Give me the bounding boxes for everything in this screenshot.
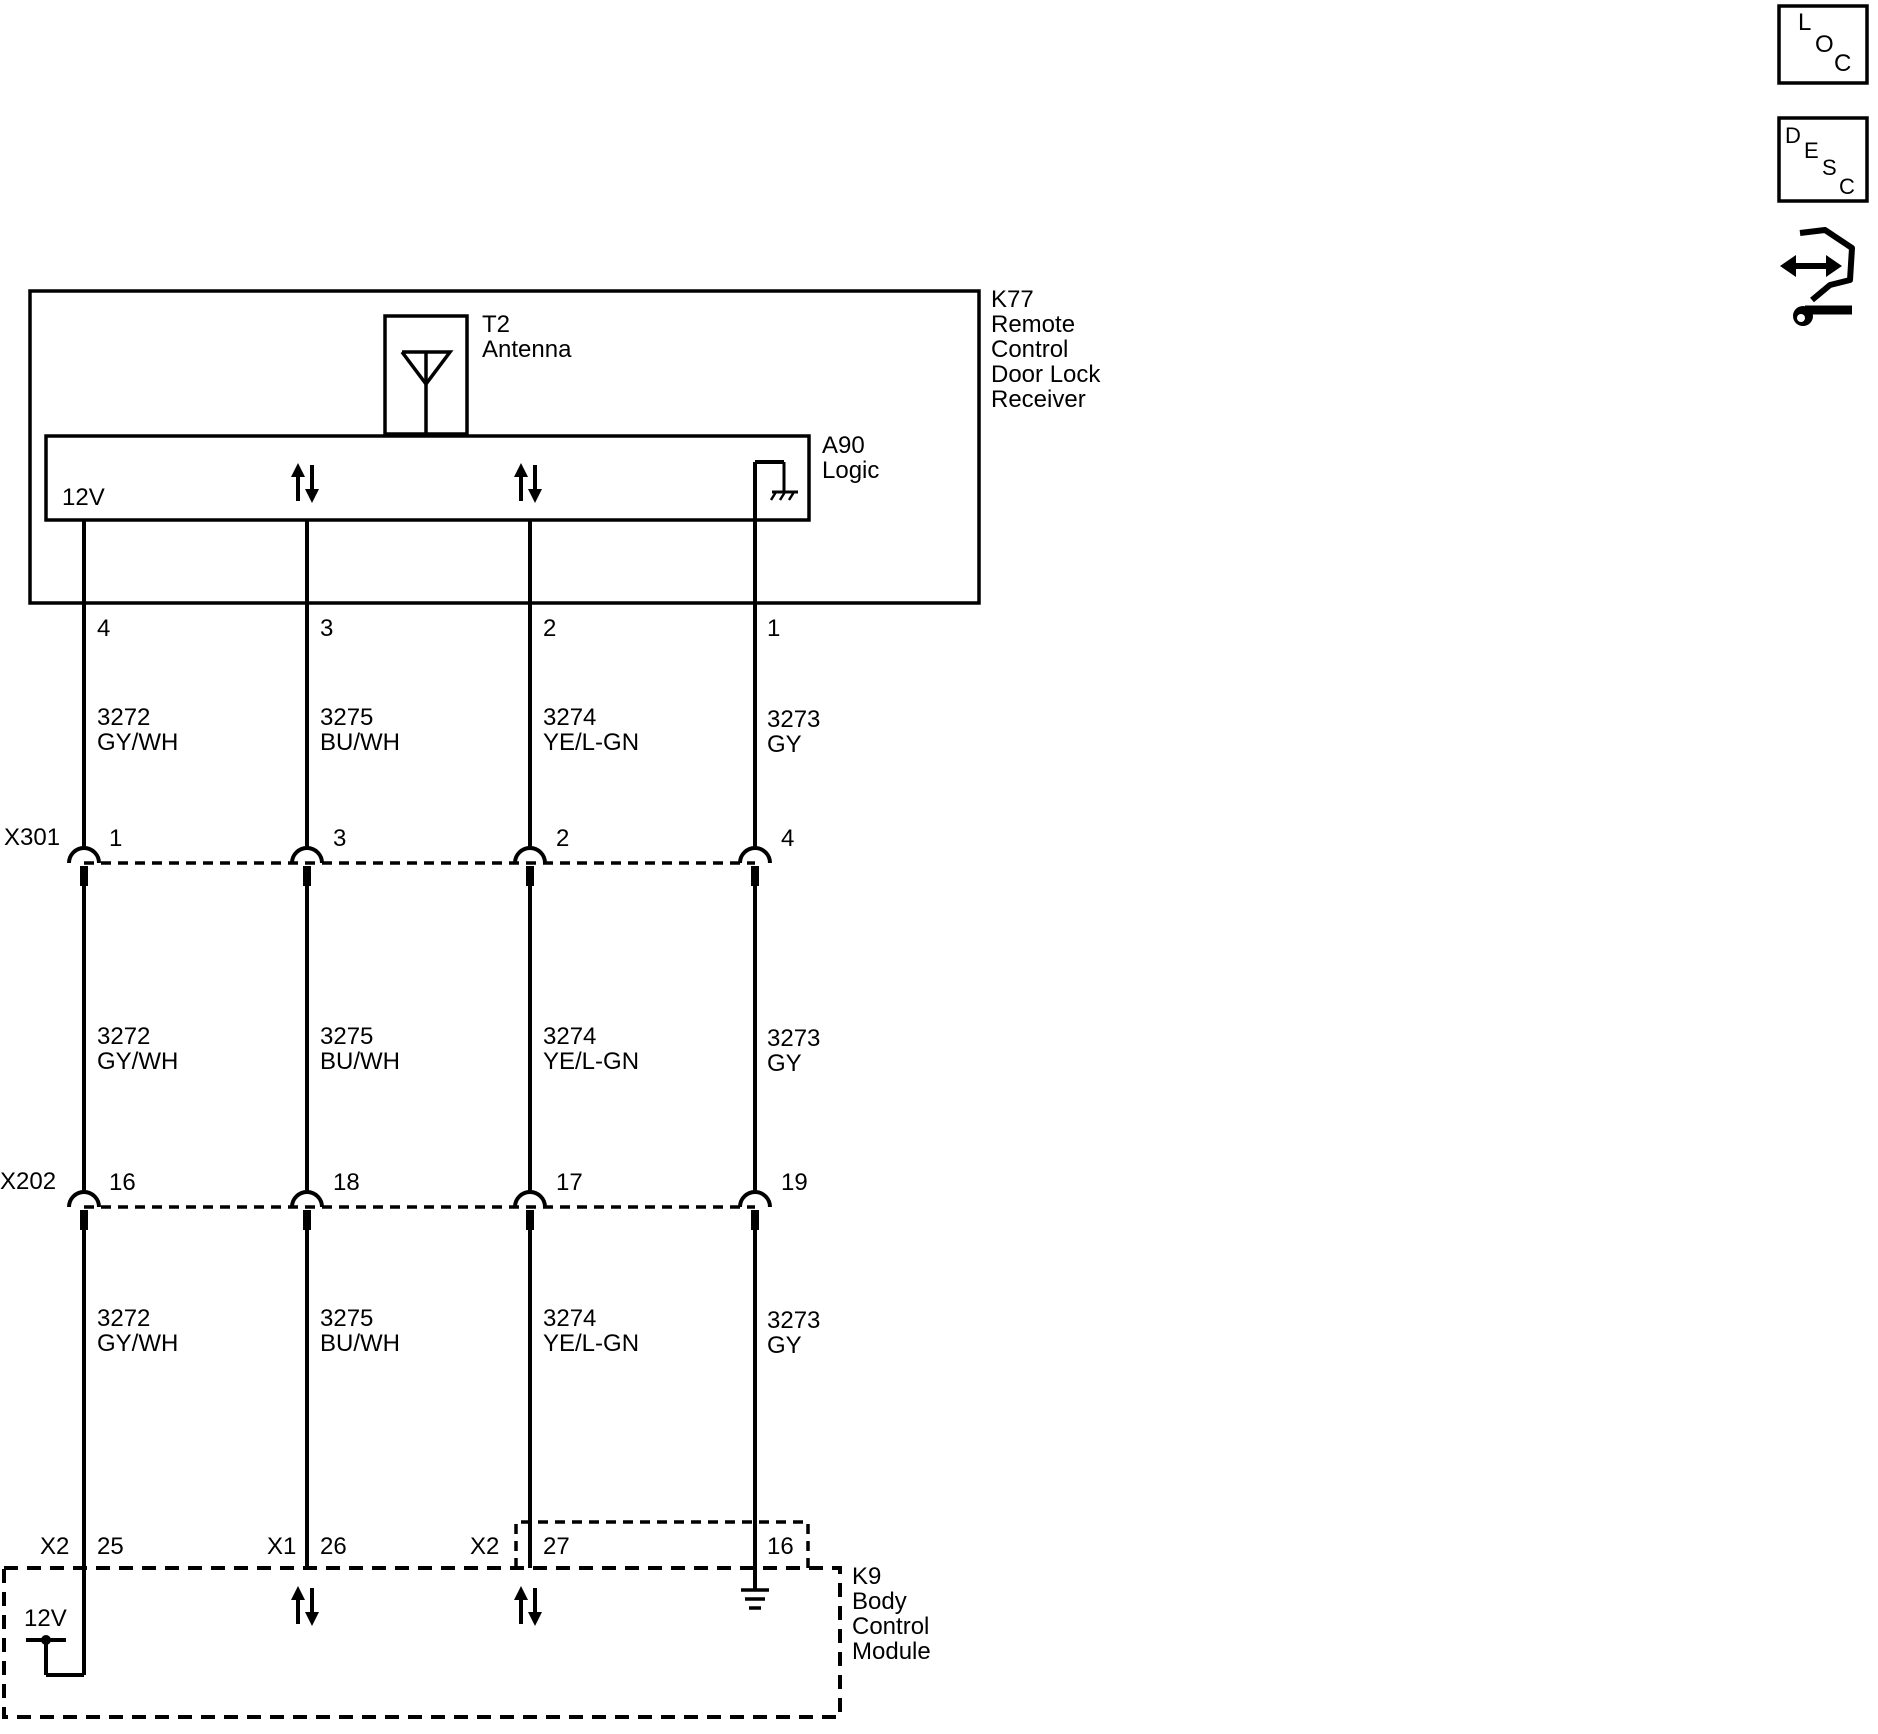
supply-terminal-icon: [26, 1635, 84, 1677]
svg-text:GY: GY: [767, 731, 802, 758]
a90-designator: A90: [822, 432, 865, 459]
svg-text:3272: 3272: [97, 1023, 150, 1050]
svg-text:GY/WH: GY/WH: [97, 729, 178, 756]
k9-module-box: [2, 1566, 842, 1719]
bidirectional-data-icon: [512, 461, 544, 505]
k77-pin: 1: [767, 615, 780, 642]
x301-pin-terminals: [67, 846, 772, 886]
k9-connector-label: X2: [40, 1533, 69, 1560]
svg-text:GY/WH: GY/WH: [97, 1048, 178, 1075]
svg-text:3272: 3272: [97, 1305, 150, 1332]
k9-connector-label: X1: [267, 1533, 296, 1560]
bidirectional-data-icon: [512, 1584, 544, 1628]
x202-pin: 17: [556, 1169, 583, 1196]
desc-icon[interactable]: D E S C: [1777, 116, 1869, 203]
svg-text:S: S: [1822, 155, 1837, 180]
svg-text:3273: 3273: [767, 1025, 820, 1052]
a90-name: Logic: [822, 457, 879, 484]
x301-pin: 3: [333, 825, 346, 852]
svg-text:GY/WH: GY/WH: [97, 1330, 178, 1357]
svg-text:O: O: [1815, 31, 1834, 58]
wire-label-segment-2: 3272 GY/WH 3275 BU/WH 3274 YE/L-GN 3273 …: [97, 1023, 820, 1077]
x202-pin-terminals: [67, 1190, 772, 1230]
x301-pin: 4: [781, 825, 794, 852]
k9-supply-label: 12V: [24, 1605, 67, 1632]
x301-pin: 1: [109, 825, 122, 852]
k77-pin: 2: [543, 615, 556, 642]
chassis-ground-icon: [753, 460, 798, 520]
svg-text:E: E: [1804, 138, 1819, 163]
x202-connector-label: X202: [0, 1168, 56, 1195]
k77-pin: 3: [320, 615, 333, 642]
k77-name-line: Remote: [991, 311, 1075, 338]
bidirectional-data-icon: [289, 1584, 321, 1628]
a90-supply-label: 12V: [62, 484, 105, 511]
svg-text:3273: 3273: [767, 1307, 820, 1334]
svg-text:D: D: [1785, 123, 1801, 148]
loc-icon[interactable]: L O C: [1777, 4, 1869, 85]
x202-pin: 16: [109, 1169, 136, 1196]
svg-text:GY: GY: [767, 1332, 802, 1359]
svg-text:L: L: [1798, 9, 1811, 36]
svg-text:3274: 3274: [543, 1023, 596, 1050]
svg-text:BU/WH: BU/WH: [320, 729, 400, 756]
svg-text:3275: 3275: [320, 704, 373, 731]
t2-name: Antenna: [482, 336, 572, 363]
k77-name-line: Door Lock: [991, 361, 1101, 388]
t2-designator: T2: [482, 311, 510, 338]
k77-name-line: Control: [991, 336, 1068, 363]
k77-module-box: [28, 289, 981, 605]
svg-text:C: C: [1834, 50, 1851, 77]
k77-name-line: Receiver: [991, 386, 1086, 413]
k9-pin: 16: [767, 1533, 794, 1560]
svg-text:3275: 3275: [320, 1023, 373, 1050]
svg-text:BU/WH: BU/WH: [320, 1048, 400, 1075]
wire-label-segment-3: 3272 GY/WH 3275 BU/WH 3274 YE/L-GN 3273 …: [97, 1305, 820, 1359]
k9-designator: K9: [852, 1563, 881, 1590]
k9-name-line: Control: [852, 1613, 929, 1640]
svg-text:3275: 3275: [320, 1305, 373, 1332]
ground-icon: [741, 1568, 769, 1610]
svg-text:3272: 3272: [97, 704, 150, 731]
k9-pin: 27: [543, 1533, 570, 1560]
k9-connector-label: X2: [470, 1533, 499, 1560]
k9-pin: 25: [97, 1533, 124, 1560]
k77-pin: 4: [97, 615, 110, 642]
wire-label-segment-1: 3272 GY/WH 3275 BU/WH 3274 YE/L-GN 3273 …: [97, 704, 820, 758]
k77-designator: K77: [991, 286, 1034, 313]
svg-text:YE/L-GN: YE/L-GN: [543, 729, 639, 756]
x301-pin: 2: [556, 825, 569, 852]
bidirectional-data-icon: [289, 461, 321, 505]
x202-pin: 19: [781, 1169, 808, 1196]
x301-connector-label: X301: [4, 824, 60, 851]
svg-text:YE/L-GN: YE/L-GN: [543, 1048, 639, 1075]
svg-text:3274: 3274: [543, 1305, 596, 1332]
svg-text:3274: 3274: [543, 704, 596, 731]
k9-pin: 26: [320, 1533, 347, 1560]
svg-text:GY: GY: [767, 1050, 802, 1077]
k9-name-line: Body: [852, 1588, 907, 1615]
antenna-icon: [383, 314, 469, 436]
a90-logic-box: [44, 434, 811, 522]
svg-text:YE/L-GN: YE/L-GN: [543, 1330, 639, 1357]
k9-connector-x2-outline: [514, 1520, 810, 1568]
k9-name-line: Module: [852, 1638, 931, 1665]
svg-text:3273: 3273: [767, 706, 820, 733]
x202-pin: 18: [333, 1169, 360, 1196]
svg-text:BU/WH: BU/WH: [320, 1330, 400, 1357]
connector-wrench-icon[interactable]: [1780, 227, 1855, 326]
svg-text:C: C: [1839, 174, 1855, 199]
